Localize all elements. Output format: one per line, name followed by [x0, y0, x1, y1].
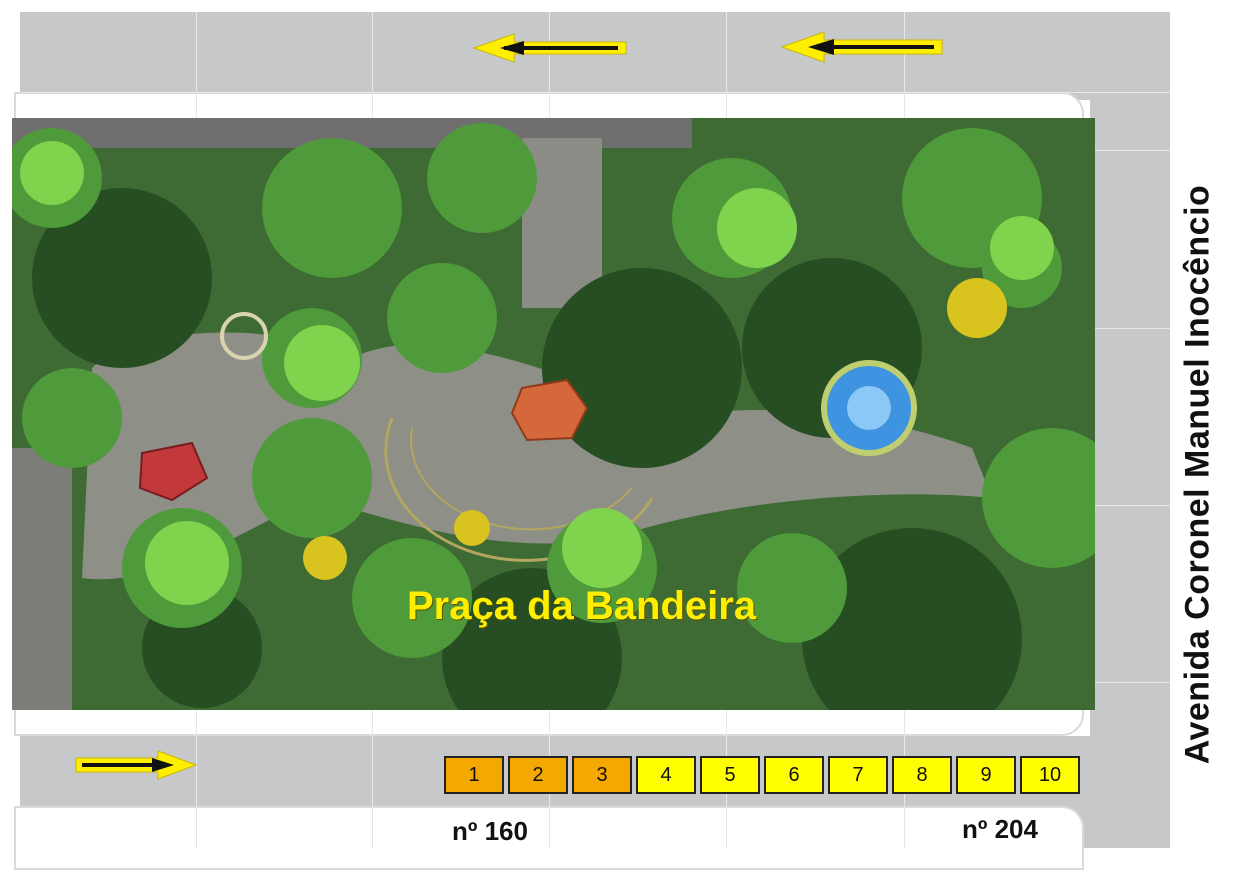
parking-slot[interactable]: 6 — [764, 756, 824, 794]
slot-number: 10 — [1038, 763, 1062, 786]
end-house-number: nº 204 — [956, 810, 1044, 848]
traffic-arrow-left-icon — [472, 33, 627, 63]
slot-number: 4 — [660, 763, 672, 786]
slot-number: 7 — [852, 763, 864, 786]
park-aerial-view: Praça da Bandeira — [12, 118, 1095, 710]
parking-slot[interactable]: 9 — [956, 756, 1016, 794]
lane-divider — [1176, 12, 1179, 102]
parking-slot[interactable]: 8 — [892, 756, 952, 794]
slot-number: 9 — [980, 763, 992, 786]
slot-number: 2 — [532, 763, 544, 786]
parking-slot[interactable]: 4 — [636, 756, 696, 794]
slot-number: 8 — [916, 763, 928, 786]
parking-slot[interactable]: 10 — [1020, 756, 1080, 794]
street-name: Avenida Coronel Manuel Inocêncio — [1178, 184, 1217, 764]
parking-slot[interactable]: 1 — [444, 756, 504, 794]
park-name: Praça da Bandeira — [407, 584, 757, 628]
top-road — [20, 12, 1160, 100]
grid-line — [20, 92, 1170, 93]
slot-number: 5 — [724, 763, 736, 786]
slot-number: 1 — [468, 763, 480, 786]
parking-slot[interactable]: 5 — [700, 756, 760, 794]
parking-slot[interactable]: 2 — [508, 756, 568, 794]
right-road — [1090, 12, 1170, 848]
parking-slot[interactable]: 7 — [828, 756, 888, 794]
parking-slots: 1 2 3 4 5 6 7 8 9 10 — [444, 756, 1080, 798]
parking-slot[interactable]: 3 — [572, 756, 632, 794]
traffic-arrow-right-icon — [75, 750, 198, 780]
slot-number: 6 — [788, 763, 800, 786]
start-house-number: nº 160 — [446, 812, 534, 850]
slot-number: 3 — [596, 763, 608, 786]
traffic-arrow-left-icon — [780, 31, 943, 63]
street-name-container: Avenida Coronel Manuel Inocêncio — [1178, 100, 1218, 848]
